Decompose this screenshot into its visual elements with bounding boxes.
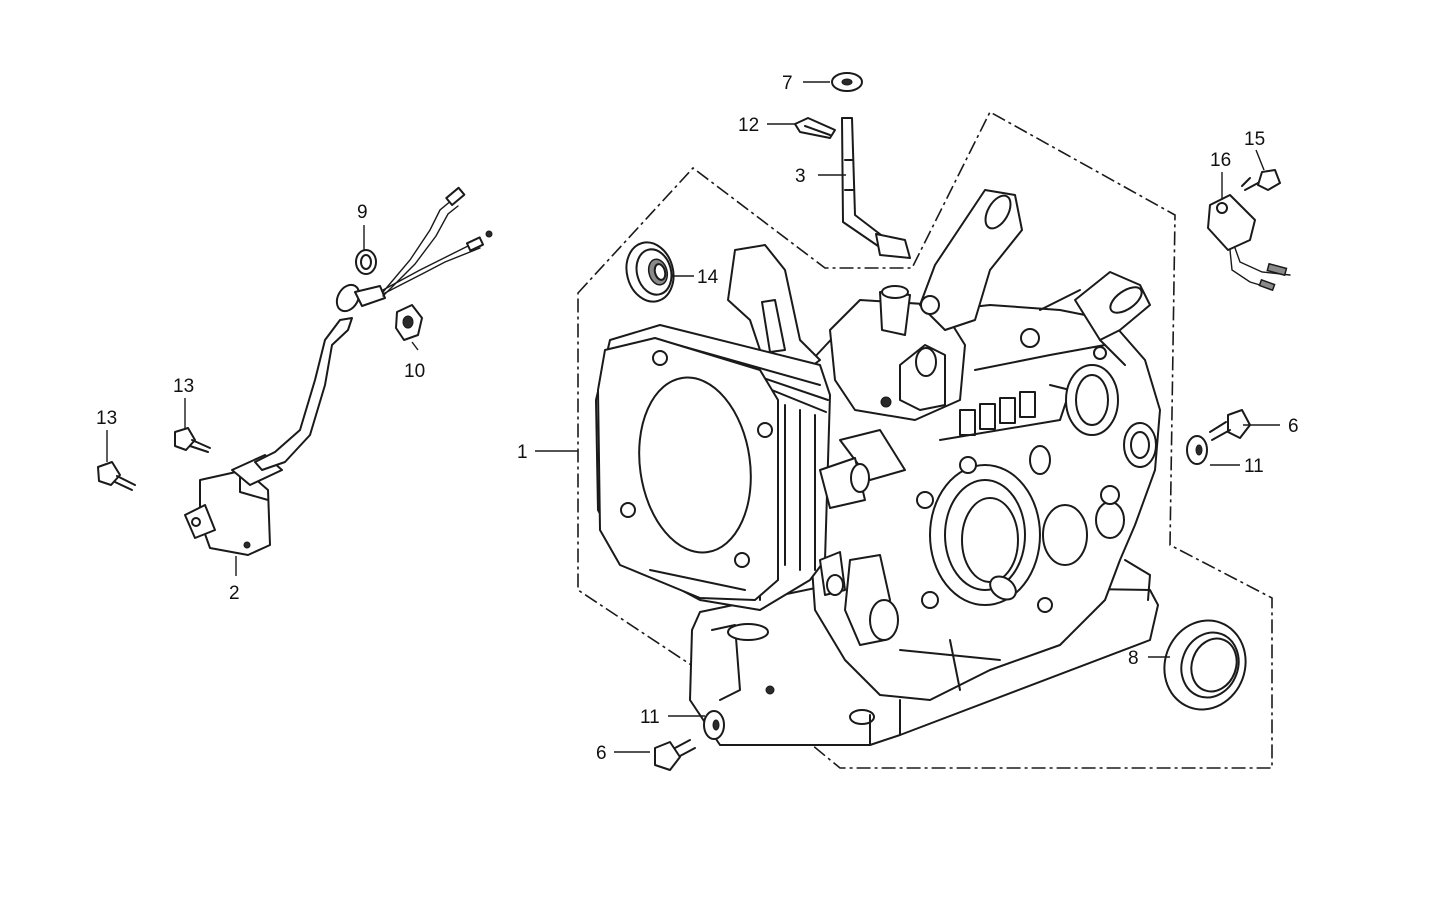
callout-2: 2 bbox=[229, 583, 240, 604]
wire-clip[interactable] bbox=[794, 117, 836, 139]
washer-11-right[interactable] bbox=[1186, 435, 1208, 465]
callout-13-b: 13 bbox=[96, 408, 117, 429]
callout-13-a: 13 bbox=[173, 376, 194, 397]
callout-8: 8 bbox=[1128, 648, 1139, 669]
crankcase-block[interactable] bbox=[595, 189, 1161, 746]
leader-lines bbox=[106, 81, 1280, 753]
o-ring-9[interactable] bbox=[355, 249, 377, 275]
callout-labels: 1 2 3 6 6 7 8 9 10 11 11 12 13 13 14 15 … bbox=[96, 73, 1299, 764]
callout-12: 12 bbox=[738, 115, 759, 136]
callout-7: 7 bbox=[782, 73, 793, 94]
oil-alert-unit[interactable] bbox=[1207, 194, 1291, 292]
breather-tube-rod[interactable] bbox=[841, 117, 911, 259]
oil-level-switch[interactable] bbox=[184, 454, 283, 556]
callout-1: 1 bbox=[517, 442, 528, 463]
callout-11-bottom: 11 bbox=[640, 707, 660, 728]
grommet-10[interactable] bbox=[395, 304, 423, 341]
bolt-13-b[interactable] bbox=[97, 461, 136, 491]
callout-15: 15 bbox=[1244, 129, 1265, 150]
callout-11-right: 11 bbox=[1244, 456, 1264, 477]
oil-seal[interactable] bbox=[1152, 609, 1258, 721]
callout-6-bottom: 6 bbox=[596, 743, 607, 764]
assembly-boundary-dashed bbox=[577, 110, 1273, 769]
wiring-harness[interactable] bbox=[254, 186, 493, 471]
ball-bearing[interactable] bbox=[620, 237, 680, 307]
bolt-15[interactable] bbox=[1241, 169, 1281, 191]
bolt-6-right[interactable] bbox=[1209, 409, 1251, 441]
flat-washer-top[interactable] bbox=[831, 72, 863, 92]
washer-11-bottom[interactable] bbox=[703, 710, 725, 740]
callout-10: 10 bbox=[404, 361, 425, 382]
bolt-13-a[interactable] bbox=[174, 427, 211, 453]
callout-9: 9 bbox=[357, 202, 368, 223]
bolt-6-bottom[interactable] bbox=[654, 739, 696, 771]
callout-16: 16 bbox=[1210, 150, 1231, 171]
callout-14: 14 bbox=[697, 267, 719, 288]
callout-6-right: 6 bbox=[1288, 416, 1299, 437]
callout-3: 3 bbox=[795, 166, 806, 187]
